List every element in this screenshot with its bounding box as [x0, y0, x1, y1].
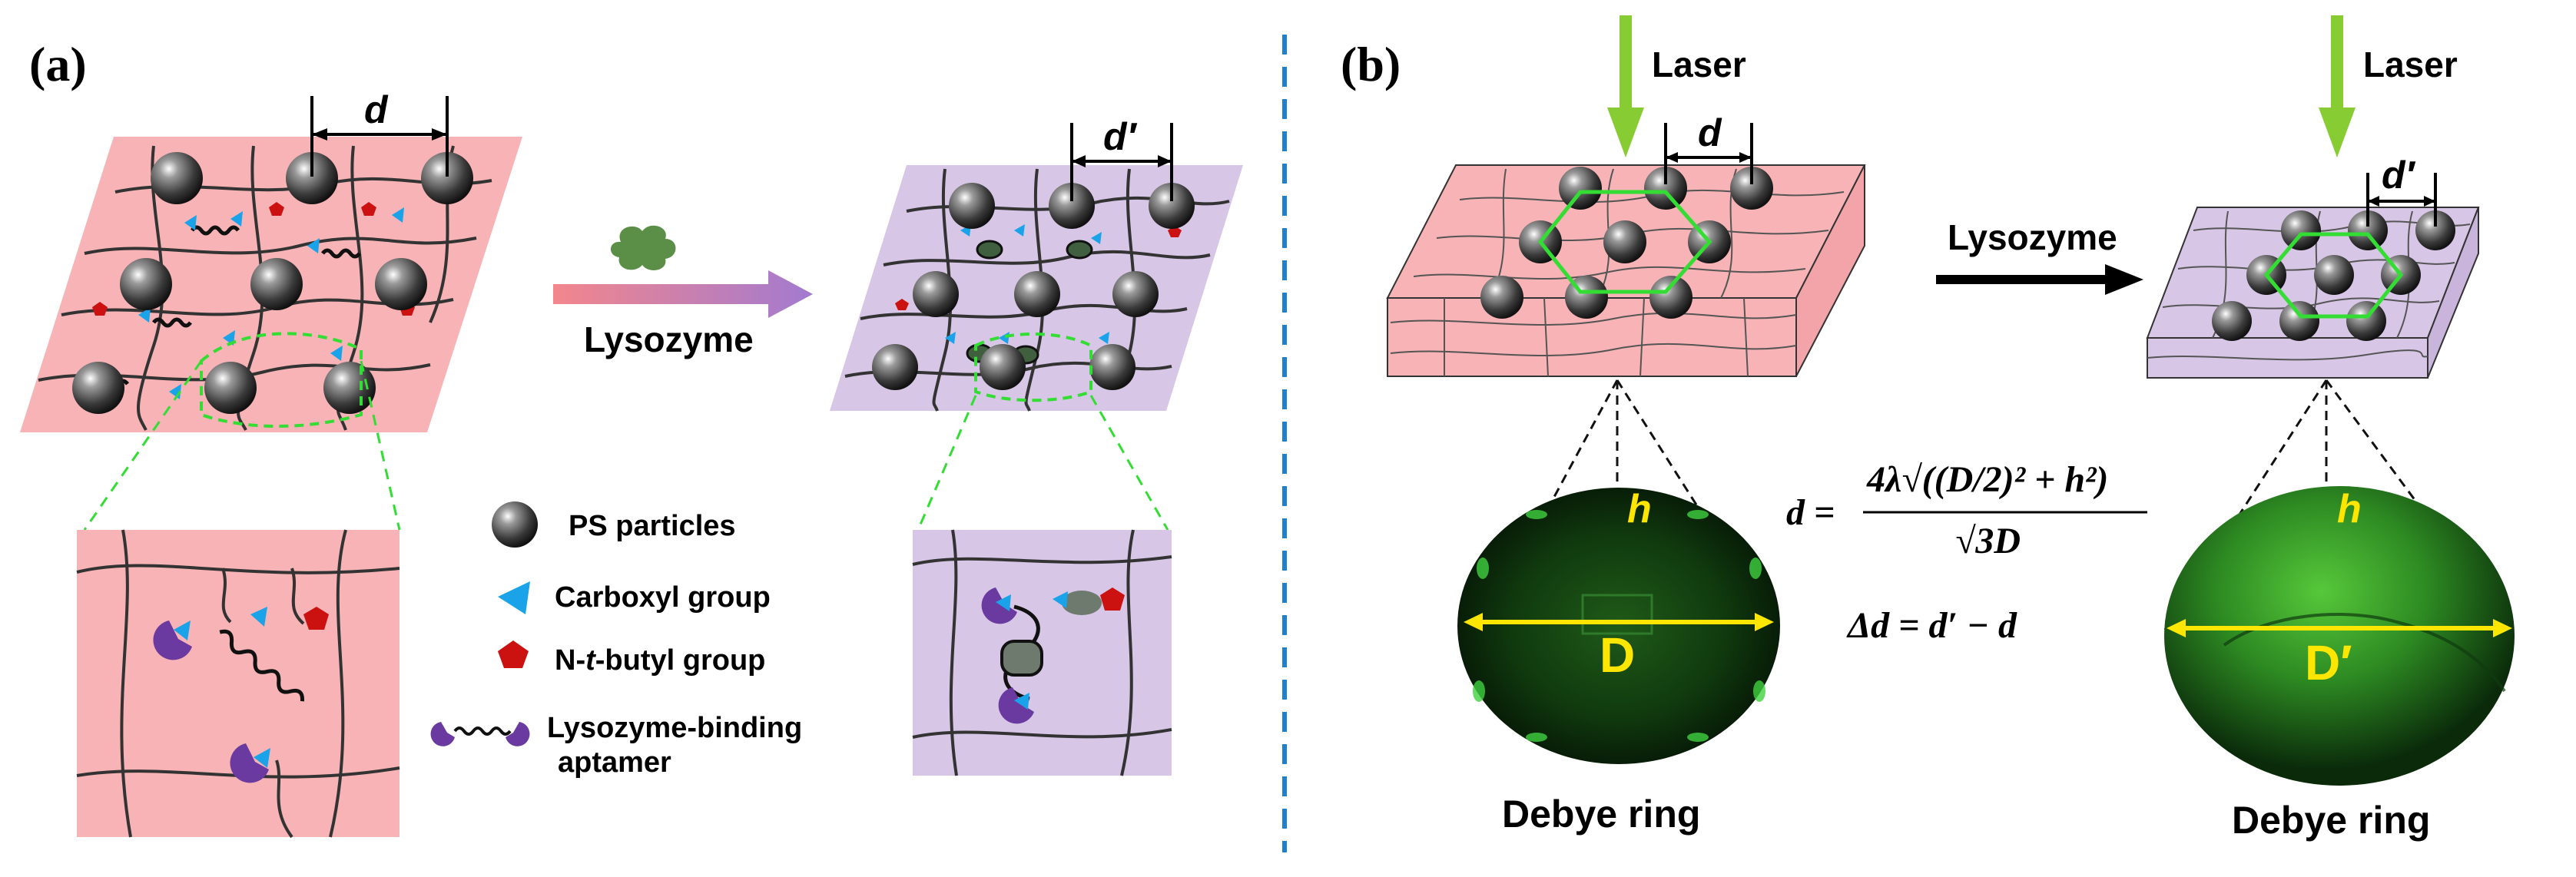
ps-particle-icon	[492, 501, 538, 548]
debye-spots-left	[1473, 510, 1765, 742]
debye-h-right: h	[2337, 487, 2362, 531]
legend-label-ps: PS particles	[569, 510, 736, 542]
zoom-aptamer-after-end-top	[981, 587, 1017, 624]
spacing-d-marker-b	[1664, 123, 1753, 184]
spacing-d-label-b: d	[1698, 111, 1722, 154]
lysozyme-label-b: Lysozyme	[1948, 217, 2117, 257]
zoom-lines-after	[917, 395, 1169, 531]
lysozyme-arrow-b	[1936, 264, 2143, 295]
laser-beam-right	[2331, 15, 2343, 111]
lysozyme-arrow-a	[553, 270, 813, 318]
debye-D-left: D	[1600, 627, 1635, 683]
legend: PS particles Carboxyl group N-t-butyl gr…	[430, 501, 802, 779]
spacing-dprime-marker-b	[2366, 173, 2437, 227]
debye-diameter-left-arrow-l	[1464, 613, 1483, 631]
spacing-d-label: d	[364, 88, 389, 131]
laser-beam-left	[1620, 15, 1632, 111]
laser-arrowhead-left	[1607, 108, 1644, 157]
zoom-lines-before	[83, 360, 401, 531]
laser-arrowhead-right	[2319, 108, 2356, 157]
slab-after-side	[2427, 207, 2479, 379]
equation1-denominator: √3D	[1955, 521, 2021, 561]
carboxyl-triangle-icon	[498, 581, 530, 614]
zoom-tbutyl-after	[1100, 587, 1125, 611]
zoom-aptamer-after-end-bottom	[998, 687, 1034, 724]
panel-b-label: (b)	[1341, 37, 1401, 91]
lysozyme-label-a: Lysozyme	[584, 319, 754, 359]
highlight-region-before	[200, 332, 363, 428]
zoom-carboxyl-2	[254, 748, 270, 768]
lysozyme-cluster-icon	[610, 225, 676, 270]
zoom-carboxyl-1	[174, 621, 191, 640]
zoom-tbutyl	[303, 607, 329, 630]
debye-caption-right: Debye ring	[2232, 799, 2430, 842]
aptamer-icon	[430, 722, 530, 746]
equation2: Δd = d′ − d	[1846, 605, 2017, 646]
panel-b: Laser	[1386, 15, 2515, 842]
laser-label-left: Laser	[1652, 45, 1746, 84]
zoom-aptamer-end-bottom	[230, 743, 269, 783]
legend-label-carboxyl: Carboxyl group	[555, 581, 771, 614]
zoom-aptamer-end-top	[153, 621, 192, 660]
legend-label-aptamer-line1: Lysozyme-binding	[547, 712, 802, 744]
laser-label-right: Laser	[2363, 45, 2458, 84]
panel-a: d Lysozyme	[20, 88, 1243, 839]
legend-label-aptamer-line2: aptamer	[558, 746, 671, 779]
debye-caption-left: Debye ring	[1502, 793, 1700, 836]
debye-D-right: D′	[2305, 635, 2352, 690]
zoom-carboxyl-3	[250, 607, 267, 627]
ps-particles-after	[872, 183, 1195, 390]
zoom-network-after	[912, 529, 1172, 776]
n-t-butyl-pentagon-icon	[498, 640, 529, 668]
zoom-carboxyl-after-2	[996, 594, 1011, 611]
legend-label-tbutyl: N-t-butyl group	[555, 644, 765, 677]
debye-ring-right-texture	[2223, 613, 2506, 693]
spacing-dprime-label-b: d′	[2382, 154, 2416, 197]
zoom-carboxyl-after-3	[1014, 693, 1029, 710]
debye-diameter-left-arrow-r	[1755, 613, 1774, 631]
spacing-dprime-marker	[1070, 123, 1173, 201]
zoom-network-before	[76, 529, 400, 839]
slab-after-front	[2147, 337, 2428, 379]
highlight-region-after	[974, 333, 1092, 402]
slab-before-side	[1795, 164, 1865, 377]
equation1-numerator: 4λ√((D/2)² + h²)	[1866, 459, 2108, 500]
equation1-lhs: d =	[1786, 492, 1835, 533]
hexagon-lattice-before	[1537, 190, 1712, 294]
panel-a-label: (a)	[29, 37, 87, 91]
spacing-d-marker	[310, 96, 449, 177]
zoom-carboxyl-after-1	[1053, 591, 1068, 608]
zoom-lysozyme-free	[1062, 591, 1102, 615]
spacing-dprime-label: d′	[1103, 115, 1138, 158]
hexagon-lattice-after	[2263, 232, 2404, 319]
debye-diameter-right-arrow-r	[2493, 619, 2512, 637]
zoom-box-before	[77, 530, 399, 837]
zoom-lysozyme-after	[1000, 640, 1043, 677]
debye-center-left	[1581, 594, 1653, 635]
debye-diameter-right-arrow-l	[2167, 619, 2186, 637]
debye-ring-left	[1457, 488, 1780, 764]
debye-ring-right	[2164, 486, 2515, 786]
debye-h-left: h	[1627, 487, 1652, 531]
zoom-aptamer-before	[219, 629, 304, 702]
